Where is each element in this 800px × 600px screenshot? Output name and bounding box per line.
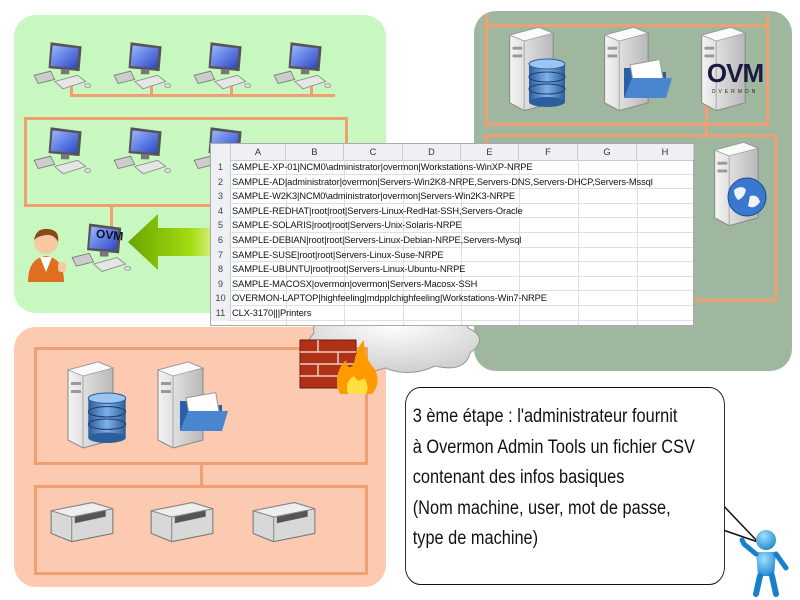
link-line (110, 205, 113, 233)
link-line (485, 24, 769, 27)
column-header[interactable]: H (637, 144, 694, 160)
database-icon (527, 58, 567, 108)
column-header[interactable]: A (231, 144, 286, 160)
bubble-line: 3 ème étape : l'administrateur fournit (412, 406, 678, 427)
bubble-line: à Overmon Admin Tools un fichier CSV (412, 436, 695, 458)
bubble-line: (Nom machine, user, mot de passe, (412, 497, 671, 519)
cell-a[interactable]: CLX-3170|||Printers (232, 308, 312, 318)
row-number[interactable]: 11 (211, 306, 231, 321)
row-number[interactable]: 8 (211, 262, 231, 277)
arrow-left-icon (128, 214, 218, 270)
row-number[interactable]: 10 (211, 291, 231, 306)
bubble-line: type de machine) (412, 528, 539, 549)
workstation-icon (112, 40, 174, 92)
presenter-figure-icon (739, 530, 789, 597)
link-line (485, 123, 769, 126)
printer-icon (146, 492, 218, 544)
overmon-logo: OVM OVERMON (700, 58, 770, 95)
column-header[interactable]: F (519, 144, 578, 160)
cell-a[interactable]: SAMPLE-UBUNTU|root|root|Servers-Linux-Ub… (232, 264, 466, 275)
link-line (230, 82, 233, 96)
cell-a[interactable]: SAMPLE-XP-01|NCM0\administrator|overmon|… (232, 162, 533, 172)
database-icon (86, 392, 128, 444)
link-line (766, 14, 769, 126)
select-all-corner[interactable] (211, 144, 231, 160)
workstation-icon (192, 40, 254, 92)
row-number[interactable]: 6 (211, 233, 231, 248)
column-header[interactable]: B (286, 144, 344, 160)
cell-a[interactable]: SAMPLE-DEBIAN|root|root|Servers-Linux-De… (232, 235, 522, 245)
ovm-screen-logo: OVM (95, 226, 125, 244)
cell-a[interactable]: SAMPLE-SUSE|root|root|Servers-Linux-Suse… (232, 249, 444, 260)
column-header[interactable]: D (403, 144, 461, 160)
cell-a[interactable]: OVERMON-LAPTOP|highfeeling|mdpplchighfee… (232, 293, 547, 304)
column-header[interactable]: G (578, 144, 637, 160)
folder-icon (622, 60, 672, 100)
column-header-row (211, 144, 693, 161)
explanation-bubble: 3 ème étape : l'administrateur fournit à… (405, 387, 725, 585)
link-line (705, 105, 708, 135)
workstation-icon (112, 125, 174, 177)
administrator-avatar-icon (28, 228, 66, 282)
cell-a[interactable]: SAMPLE-REDHAT|root|root|Servers-Linux-Re… (232, 205, 523, 216)
link-line (150, 82, 153, 96)
firewall-icon (299, 339, 378, 394)
link-line (70, 82, 73, 96)
cell-a[interactable]: SAMPLE-MACOSX|overmon|overmon|Servers-Ma… (232, 278, 478, 289)
workstation-icon (32, 125, 94, 177)
workstation-icon (32, 40, 94, 92)
row-number[interactable]: 5 (211, 218, 231, 233)
column-header[interactable]: E (461, 144, 519, 160)
folder-icon (178, 392, 228, 434)
row-number[interactable]: 4 (211, 203, 231, 219)
printer-icon (248, 492, 320, 544)
link-line (200, 463, 203, 487)
printer-icon (46, 492, 118, 544)
column-header[interactable]: C (344, 144, 403, 160)
overmon-logo-mark: OVM (706, 58, 764, 88)
cell-a[interactable]: SAMPLE-SOLARIS|root|root|Servers-Unix-So… (232, 220, 462, 231)
row-number[interactable]: 3 (211, 189, 231, 204)
bubble-line: contenant des infos basiques (412, 467, 625, 488)
link-line (70, 94, 335, 97)
workstation-icon (272, 40, 334, 92)
row-number[interactable]: 9 (211, 276, 231, 292)
row-number[interactable]: 1 (211, 160, 231, 175)
cell-a[interactable]: SAMPLE-AD|administrator|overmon|Servers-… (232, 176, 653, 187)
link-line (485, 14, 488, 126)
cell-a[interactable]: SAMPLE-W2K3|NCM0\administrator|overmon|S… (232, 191, 516, 202)
row-number[interactable]: 2 (211, 174, 231, 190)
globe-icon (727, 177, 767, 217)
overmon-logo-subtitle: OVERMON (711, 89, 759, 95)
row-number[interactable]: 7 (211, 247, 231, 263)
link-line (310, 82, 313, 96)
